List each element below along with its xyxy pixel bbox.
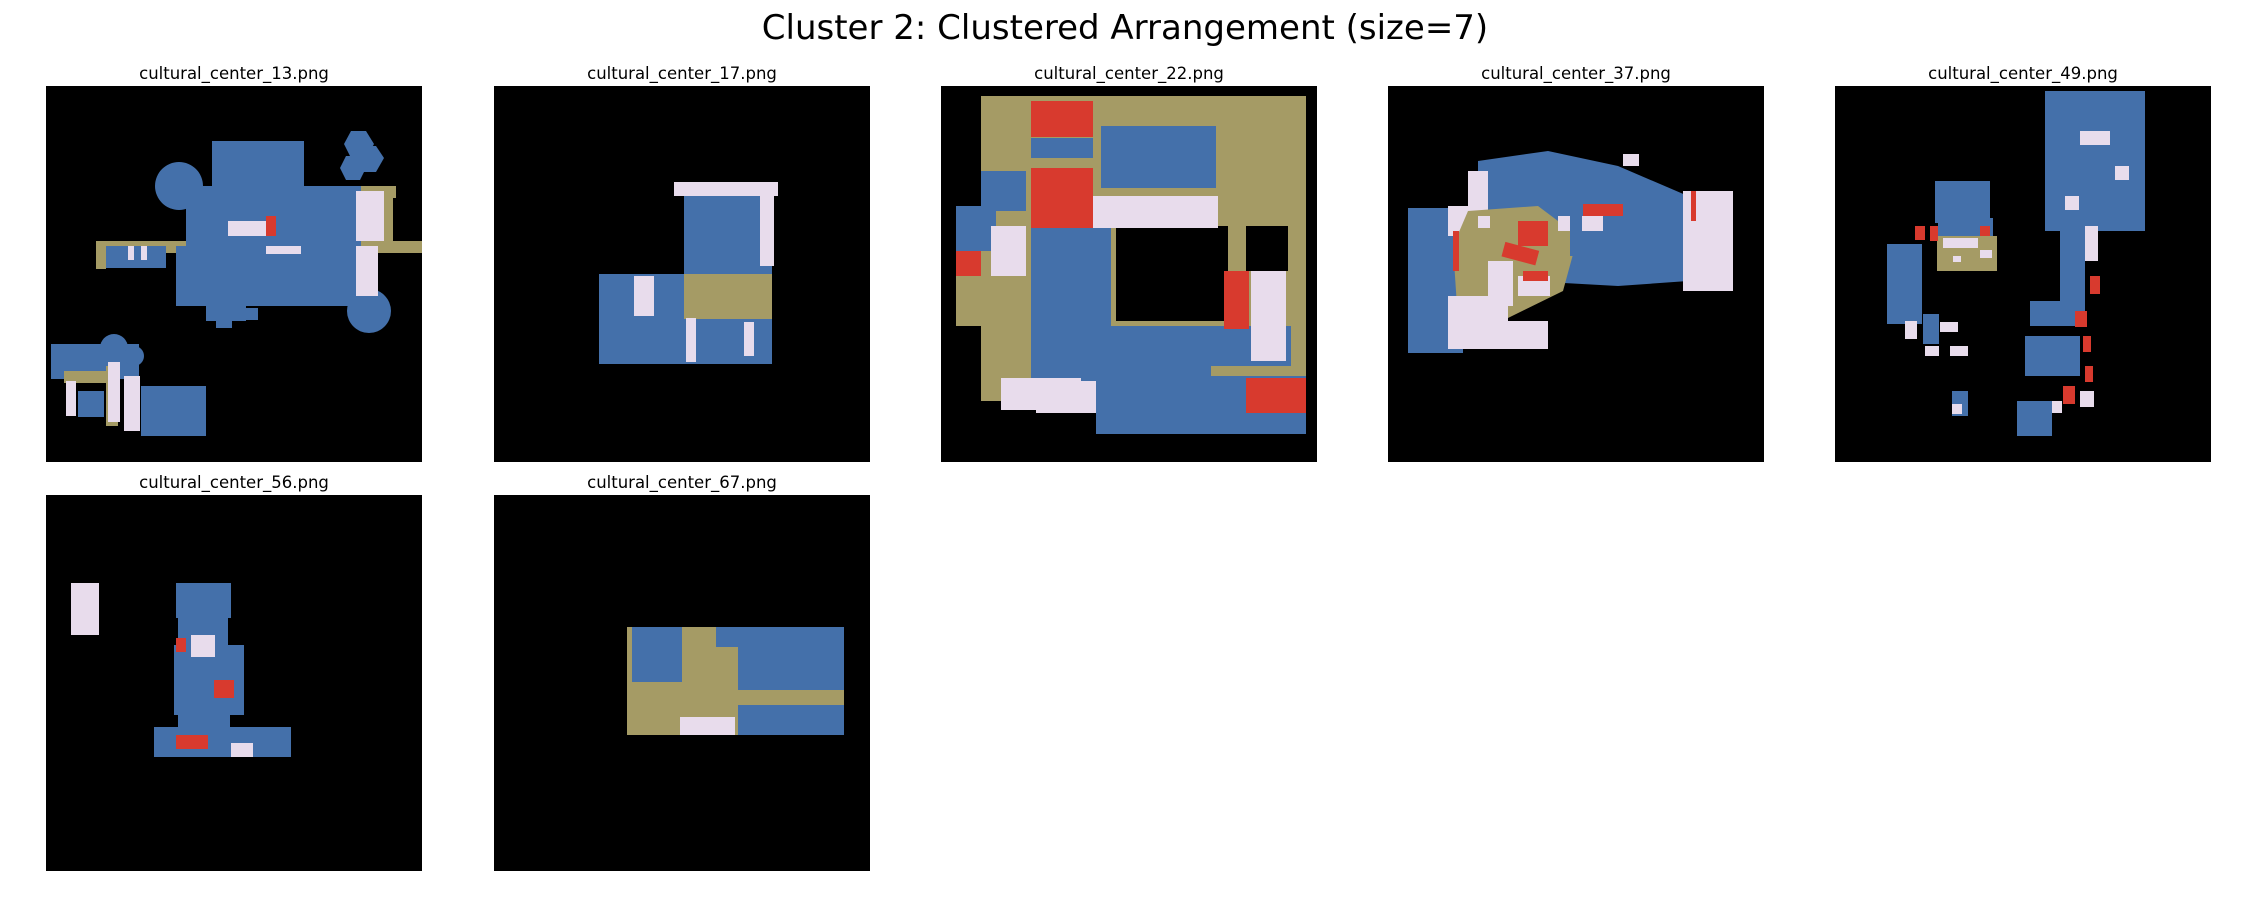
- panel-filename-label: cultural_center_22.png: [1034, 64, 1224, 83]
- figure-title: Cluster 2: Clustered Arrangement (size=7…: [761, 8, 1489, 48]
- panel-filename-label: cultural_center_37.png: [1481, 64, 1671, 83]
- floorplan-image: [494, 495, 870, 871]
- panel-cultural-center-49: cultural_center_49.png: [1835, 62, 2211, 462]
- panel-filename-label: cultural_center_17.png: [587, 64, 777, 83]
- floorplan-image: [46, 495, 422, 871]
- panel-cultural-center-22: cultural_center_22.png: [941, 62, 1317, 462]
- panel-cultural-center-17: cultural_center_17.png: [494, 62, 870, 462]
- panel-cultural-center-37: cultural_center_37.png: [1388, 62, 1764, 462]
- panel-cultural-center-13: cultural_center_13.png: [46, 62, 422, 462]
- panel-filename-label: cultural_center_49.png: [1928, 64, 2118, 83]
- floorplan-image: [1388, 86, 1764, 462]
- floorplan-image: [941, 86, 1317, 462]
- panel-filename-label: cultural_center_13.png: [139, 64, 329, 83]
- panel-filename-label: cultural_center_67.png: [587, 473, 777, 492]
- floorplan-image: [494, 86, 870, 462]
- panel-filename-label: cultural_center_56.png: [139, 473, 329, 492]
- panel-cultural-center-67: cultural_center_67.png: [494, 471, 870, 871]
- panel-cultural-center-56: cultural_center_56.png: [46, 471, 422, 871]
- floorplan-image: [1835, 86, 2211, 462]
- floorplan-image: [46, 86, 422, 462]
